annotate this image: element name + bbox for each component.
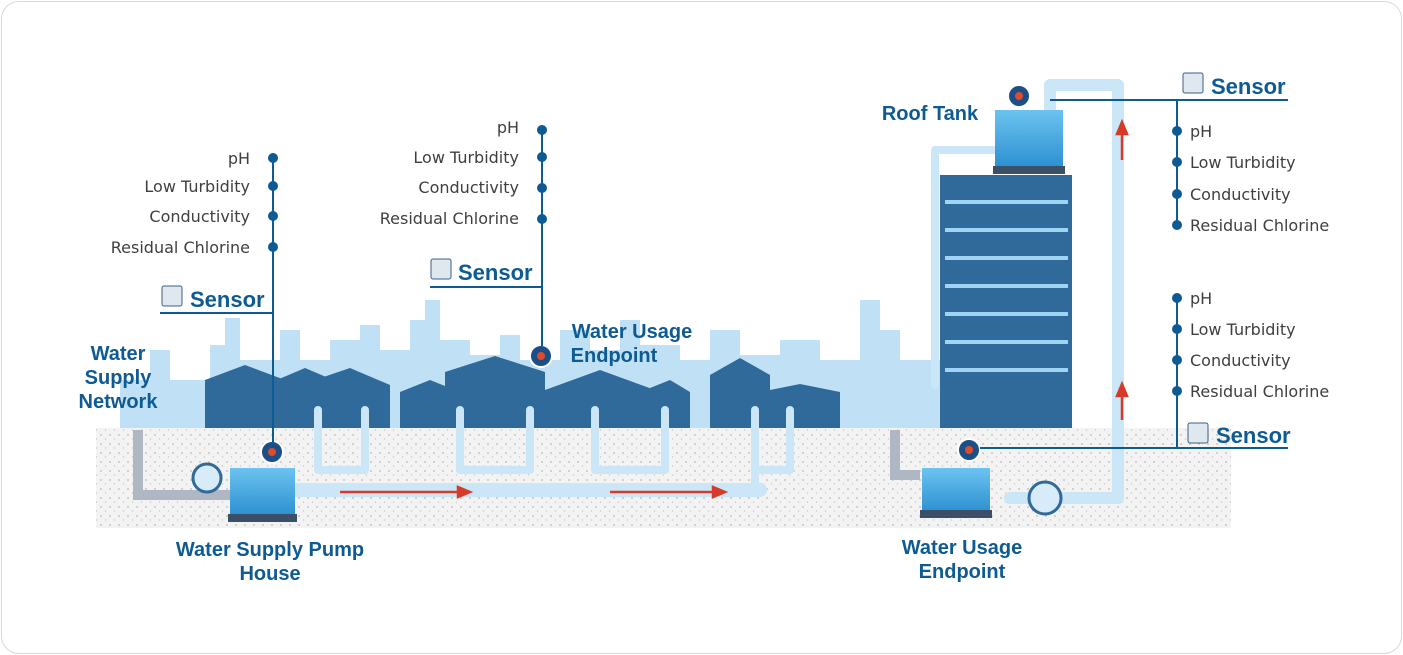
- param-conductivity: Conductivity: [1190, 185, 1291, 204]
- gauge-icon: [529, 344, 553, 368]
- sensor-icon: [430, 258, 452, 280]
- pump-house-title: House: [239, 563, 300, 585]
- param-chlorine: Residual Chlorine: [380, 209, 519, 228]
- apartment-building: [940, 175, 1072, 428]
- param-ph: pH: [228, 149, 250, 168]
- pump-house-tank-base: [228, 514, 297, 522]
- roof-tank-base: [993, 166, 1065, 174]
- param-chlorine: Residual Chlorine: [111, 238, 250, 257]
- water-supply-network-title: Network: [79, 391, 159, 413]
- param-conductivity: Conductivity: [1190, 351, 1291, 370]
- roof-tank: [995, 110, 1063, 168]
- right-supply-tank-base: [920, 510, 992, 518]
- gauge-icon: [957, 438, 981, 462]
- param-chlorine: Residual Chlorine: [1190, 382, 1329, 401]
- sensor-icon: [1182, 72, 1204, 94]
- pump-house-tank: [230, 468, 295, 516]
- param-turbidity: Low Turbidity: [1190, 153, 1296, 172]
- sensor-label: Sensor: [458, 260, 533, 285]
- param-conductivity: Conductivity: [418, 178, 519, 197]
- network-pipe: [133, 430, 230, 500]
- sensor-label: Sensor: [1216, 423, 1291, 448]
- usage-endpoint-title: Water Usage: [902, 537, 1022, 559]
- param-ph: pH: [1190, 289, 1212, 308]
- flow-arrows: [340, 118, 1129, 499]
- pipes: [288, 79, 1124, 504]
- sensor-label: Sensor: [1211, 74, 1286, 99]
- param-conductivity: Conductivity: [149, 207, 250, 226]
- param-turbidity: Low Turbidity: [1190, 320, 1296, 339]
- inlet-pipe: [890, 430, 920, 480]
- callout-dots: [268, 125, 1182, 396]
- usage-endpoint-title: Water Usage: [572, 321, 692, 343]
- param-turbidity: Low Turbidity: [413, 148, 519, 167]
- water-supply-network-title: Water: [91, 343, 146, 365]
- param-turbidity: Low Turbidity: [144, 177, 250, 196]
- param-ph: pH: [1190, 122, 1212, 141]
- sensor-label: Sensor: [190, 287, 265, 312]
- usage-endpoint-title: Endpoint: [919, 561, 1006, 583]
- right-pump-icon: [1027, 480, 1063, 516]
- param-chlorine: Residual Chlorine: [1190, 216, 1329, 235]
- sensor-icon: [1187, 422, 1209, 444]
- building-floors: [945, 200, 1068, 372]
- right-supply-tank: [922, 468, 990, 513]
- left-pump-icon: [191, 462, 223, 494]
- gauge-icon: [1007, 84, 1031, 108]
- sensor-icon: [161, 285, 183, 307]
- pump-house-title: Water Supply Pump: [176, 539, 364, 561]
- gauge-icon: [260, 440, 284, 464]
- water-supply-network-title: Supply: [85, 367, 153, 389]
- usage-endpoint-title: Endpoint: [571, 345, 658, 367]
- roof-tank-title: Roof Tank: [882, 103, 979, 125]
- param-ph: pH: [497, 118, 519, 137]
- callout-lines: [160, 99, 1288, 449]
